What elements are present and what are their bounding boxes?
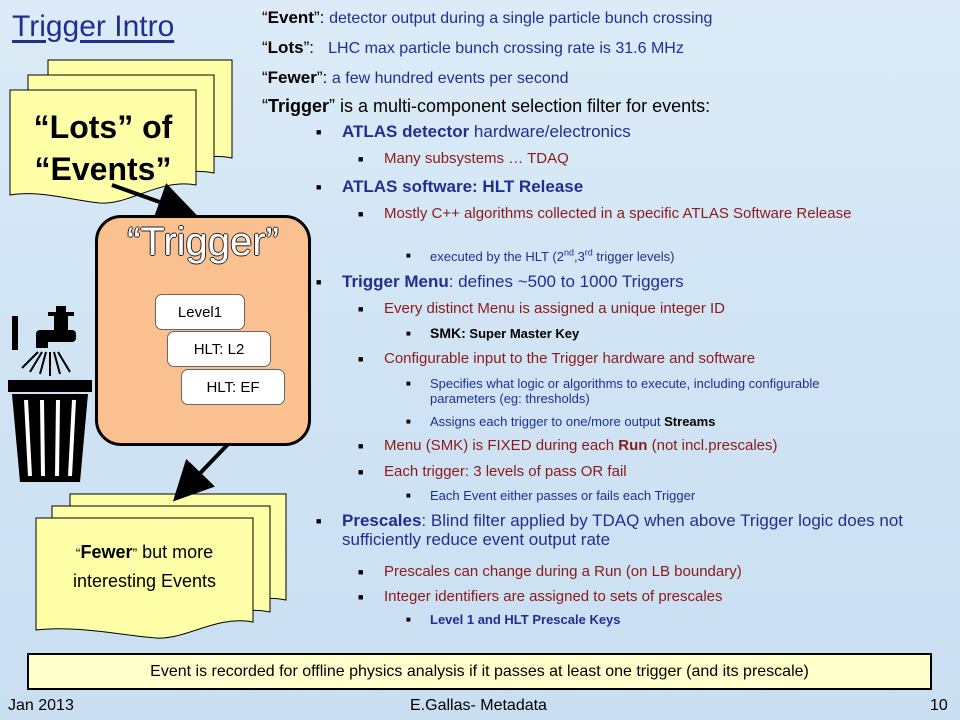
bullet-menu-fixed: ■ Menu (SMK) is FIXED during each Run (n… — [358, 437, 778, 454]
bullet-pass-fail: ■ Each Event either passes or fails each… — [406, 488, 696, 503]
events-line: “Events” — [34, 151, 172, 187]
superscript: nd — [563, 248, 574, 258]
bullet-text: : Blind filter applied by TDAQ when abov… — [342, 511, 904, 549]
slide-title: Trigger Intro — [12, 10, 175, 43]
bullet-text: Assigns each trigger to one/more output — [430, 414, 665, 429]
definition-lots: “Lots”: LHC max particle bunch crossing … — [262, 38, 684, 57]
arrow-into-trigger — [111, 183, 198, 221]
bullet-atlas-detector: ■ ATLAS detector hardware/electronics — [316, 122, 631, 141]
footer-date: Jan 2013 — [8, 697, 74, 714]
bullet-menu-id: ■ Every distinct Menu is assigned a uniq… — [358, 300, 726, 317]
bullet-text: Level 1 and HLT Prescale Keys — [430, 612, 621, 627]
bullet-bold: SMK: — [430, 325, 466, 341]
bullet-text: Super Master Key — [465, 326, 580, 341]
bullet-text: Each trigger: 3 levels of pass OR fail — [384, 463, 627, 480]
bullet-text: Configurable input to the Trigger hardwa… — [384, 350, 756, 367]
definition-trigger-text: is a multi-component selection filter fo… — [340, 96, 711, 116]
diagram-shapes — [8, 59, 287, 639]
definition-fewer-text: a few hundred events per second — [331, 70, 569, 87]
bullet-text: ,3 — [573, 249, 585, 265]
bullet-text: (not incl.prescales) — [647, 437, 778, 454]
bullet-bold: Streams — [664, 414, 716, 429]
bullet-text: hardware/electronics — [469, 122, 631, 141]
definition-event: “Event”: detector output during a single… — [262, 8, 713, 27]
bullet-text: Menu (SMK) is FIXED during each — [384, 437, 619, 454]
fewer-bold: Fewer — [80, 542, 133, 562]
trigger-box — [95, 215, 311, 446]
lots-events-text: “Lots” of “Events” — [10, 106, 196, 190]
bullet-bold: Run — [618, 437, 648, 454]
lots-line: “Lots” of — [33, 109, 173, 145]
water-drops — [21, 351, 71, 376]
fewer-rest: but more — [137, 542, 214, 562]
bullet-prescale-keys: ■ Level 1 and HLT Prescale Keys — [406, 612, 621, 627]
bullet-streams: ■ Assigns each trigger to one/more outpu… — [406, 414, 716, 429]
tap-icon — [12, 306, 76, 350]
bullet-text: executed by the HLT (2 — [430, 249, 564, 265]
bullet-text: Every distinct Menu is assigned a unique… — [384, 300, 726, 317]
bullet-smk: ■ SMK: Super Master Key — [406, 325, 580, 341]
bullet-three-levels: ■ Each trigger: 3 levels of pass OR fail — [358, 463, 627, 480]
bullet-text: Specifies what logic or algorithms to ex… — [430, 376, 820, 406]
bullet-text: Prescales can change during a Run (on LB… — [384, 563, 742, 580]
term-fewer: Fewer — [267, 68, 317, 87]
superscript: rd — [584, 248, 593, 258]
bullet-text: Each Event either passes or fails each T… — [430, 488, 696, 503]
fewer-events-stack — [35, 493, 287, 639]
definition-fewer: “Fewer”: a few hundred events per second — [262, 68, 569, 87]
bullet-atlas-software: ■ ATLAS software: HLT Release — [316, 177, 584, 196]
arrow-out-of-trigger — [172, 438, 234, 502]
definition-lots-text: LHC max particle bunch crossing rate is … — [328, 40, 684, 57]
trigger-label: “Trigger” — [127, 220, 279, 264]
definition-trigger: “Trigger” is a multi-component selection… — [262, 96, 711, 116]
fewer-line-2: interesting Events — [72, 571, 217, 591]
footer-author: E.Gallas- Metadata — [410, 697, 547, 714]
term-lots: Lots — [267, 38, 304, 57]
lots-events-stack — [9, 59, 233, 204]
footer-page-number: 10 — [930, 697, 948, 714]
trash-can-icon — [8, 380, 92, 482]
term-trigger: Trigger — [268, 96, 330, 116]
bullet-bold: Prescales — [342, 511, 422, 530]
hlt-ef-box: HLT: EF — [181, 369, 285, 405]
term-event: Event — [267, 8, 314, 27]
bullet-text: trigger levels) — [592, 249, 675, 265]
bullet-prescales-change: ■ Prescales can change during a Run (on … — [358, 563, 742, 580]
bullet-bold: Trigger Menu — [342, 272, 449, 291]
bullet-subsystems: ■ Many subsystems … TDAQ — [358, 150, 569, 167]
fewer-line-1: “Fewer” but more — [75, 542, 214, 562]
bullet-trigger-menu: ■ Trigger Menu: defines ~500 to 1000 Tri… — [316, 272, 684, 291]
summary-box: Event is recorded for offline physics an… — [27, 653, 932, 690]
bullet-cpp-algorithms: ■ Mostly C++ algorithms collected in a s… — [358, 205, 878, 222]
bullet-text: Mostly C++ algorithms collected in a spe… — [384, 205, 852, 222]
hlt-l2-box: HLT: L2 — [167, 331, 271, 367]
level1-box: Level1 — [155, 294, 245, 330]
bullet-text: Integer identifiers are assigned to sets… — [384, 588, 723, 605]
bullet-integer-identifiers: ■ Integer identifiers are assigned to se… — [358, 588, 723, 605]
bullet-bold: ATLAS detector — [342, 122, 470, 141]
bullet-text: ATLAS software: HLT Release — [342, 177, 584, 196]
bullet-text: Many subsystems … TDAQ — [384, 150, 569, 167]
bullet-configurable-input: ■ Configurable input to the Trigger hard… — [358, 350, 756, 367]
definition-event-text: detector output during a single particle… — [329, 10, 713, 27]
bullet-prescales: ■ Prescales: Blind filter applied by TDA… — [316, 511, 904, 549]
fewer-events-text: “Fewer” but more interesting Events — [36, 538, 253, 595]
bullet-text: : defines ~500 to 1000 Triggers — [448, 272, 684, 291]
bullet-specifies: ■ Specifies what logic or algorithms to … — [406, 376, 876, 406]
bullet-hlt-levels: ■ executed by the HLT (2nd,3rd trigger l… — [406, 248, 675, 265]
